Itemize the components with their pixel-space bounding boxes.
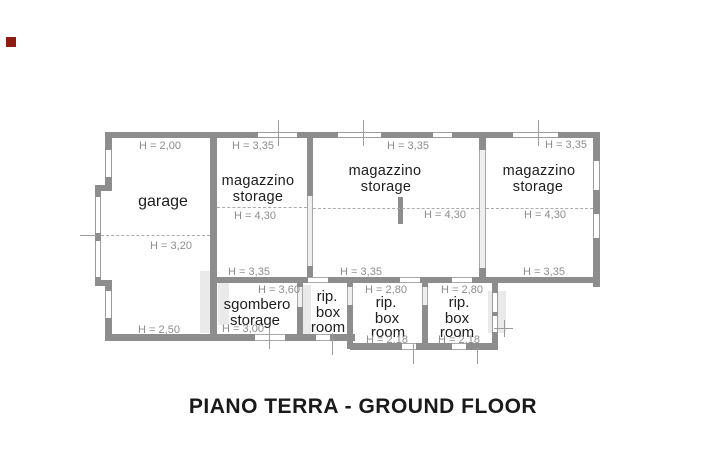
dimension-tick: [269, 327, 270, 349]
height-label: H = 3,35: [228, 266, 270, 278]
door-marker: [422, 287, 428, 305]
door-marker: [316, 334, 330, 341]
door-marker: [400, 277, 420, 283]
wall-segment: [593, 132, 600, 287]
room-label-box1: rip.: [316, 288, 338, 305]
wall-segment: [95, 185, 112, 191]
dashed-line: [101, 235, 210, 236]
window-marker: [105, 291, 112, 318]
height-label: H = 3,60: [258, 284, 300, 296]
height-label: H = 2,18: [438, 334, 480, 346]
wall-stub: [398, 197, 403, 224]
room-label-storage-center: magazzino: [348, 163, 422, 179]
wall-segment: [297, 283, 303, 340]
dashed-line: [486, 208, 593, 209]
wall-segment: [105, 334, 355, 341]
room-label-storage-left: magazzino: [221, 173, 295, 189]
wall-segment: [95, 185, 101, 286]
dimension-tick: [363, 120, 364, 146]
door-marker: [452, 277, 472, 283]
window-marker: [95, 197, 101, 233]
height-label: H = 3,35: [545, 139, 587, 151]
dashed-line: [217, 207, 307, 208]
dimension-tick: [504, 320, 505, 337]
door-marker: [255, 334, 285, 341]
dimension-tick: [477, 347, 478, 364]
window-marker: [95, 241, 101, 277]
height-label: H = 2,18: [366, 334, 408, 346]
room-label-storage-right-en: storage: [512, 179, 564, 195]
wall-segment: [307, 138, 313, 196]
window-marker: [492, 316, 498, 332]
wall-segment: [479, 268, 486, 277]
red-marker-square: [6, 37, 16, 47]
watermark-fragment: [218, 283, 229, 325]
window-marker: [433, 132, 452, 138]
dashed-line: [313, 208, 479, 209]
dimension-tick: [494, 328, 513, 329]
plan-title: PIANO TERRA - GROUND FLOOR: [188, 395, 538, 418]
dimension-tick: [332, 333, 333, 355]
window-marker: [593, 161, 600, 190]
door-marker: [308, 277, 328, 283]
door-marker: [402, 343, 416, 350]
height-label: H = 3,35: [387, 140, 429, 152]
height-label: H = 3,35: [340, 266, 382, 278]
window-marker: [338, 132, 381, 138]
window-marker: [593, 214, 600, 238]
room-label-box2: room: [370, 324, 406, 341]
room-label-box1: box: [315, 304, 341, 321]
room-label-box3: room: [439, 324, 475, 341]
height-label: H = 4,30: [424, 209, 466, 221]
window-marker: [492, 293, 498, 312]
height-label: H = 3,20: [150, 240, 192, 252]
room-label-sgombero: sgombero: [223, 296, 291, 313]
dimension-tick: [80, 235, 97, 236]
door-marker: [347, 287, 353, 305]
window-marker: [513, 132, 558, 138]
partition-marker: [479, 150, 486, 268]
room-label-sgombero-en: storage: [229, 312, 281, 329]
window-marker: [258, 132, 297, 138]
height-label: H = 4,30: [524, 209, 566, 221]
height-label: H = 2,80: [441, 284, 483, 296]
room-label-storage-left-en: storage: [232, 189, 284, 205]
room-label-box3: rip.: [448, 294, 470, 311]
wall-segment: [422, 283, 428, 349]
height-label: H = 3,35: [523, 266, 565, 278]
wall-segment: [347, 283, 353, 349]
room-label-storage-center-en: storage: [360, 179, 412, 195]
dimension-tick: [413, 344, 414, 364]
wall-segment: [307, 266, 313, 277]
room-label-box2: box: [374, 310, 400, 327]
door-marker: [452, 343, 466, 350]
room-label-box3: box: [444, 310, 470, 327]
wall-segment: [210, 132, 217, 341]
height-label: H = 3,35: [232, 140, 274, 152]
height-label: H = 4,30: [234, 210, 276, 222]
room-label-box2: rip.: [375, 294, 397, 311]
height-label: H = 2,50: [138, 324, 180, 336]
wall-segment: [479, 138, 486, 150]
room-label-storage-right: magazzino: [502, 163, 576, 179]
height-label: H = 3,00: [222, 323, 264, 335]
wall-segment: [95, 280, 112, 286]
room-label-box1: room: [310, 319, 346, 336]
room-label-garage: garage: [138, 193, 188, 210]
height-label: H = 2,80: [365, 284, 407, 296]
dimension-tick: [278, 120, 279, 146]
watermark-fragment: [200, 271, 213, 333]
door-marker: [307, 196, 313, 266]
height-label: H = 2,00: [139, 140, 181, 152]
window-marker: [105, 150, 112, 177]
door-marker: [297, 287, 303, 307]
dimension-tick: [538, 120, 539, 146]
